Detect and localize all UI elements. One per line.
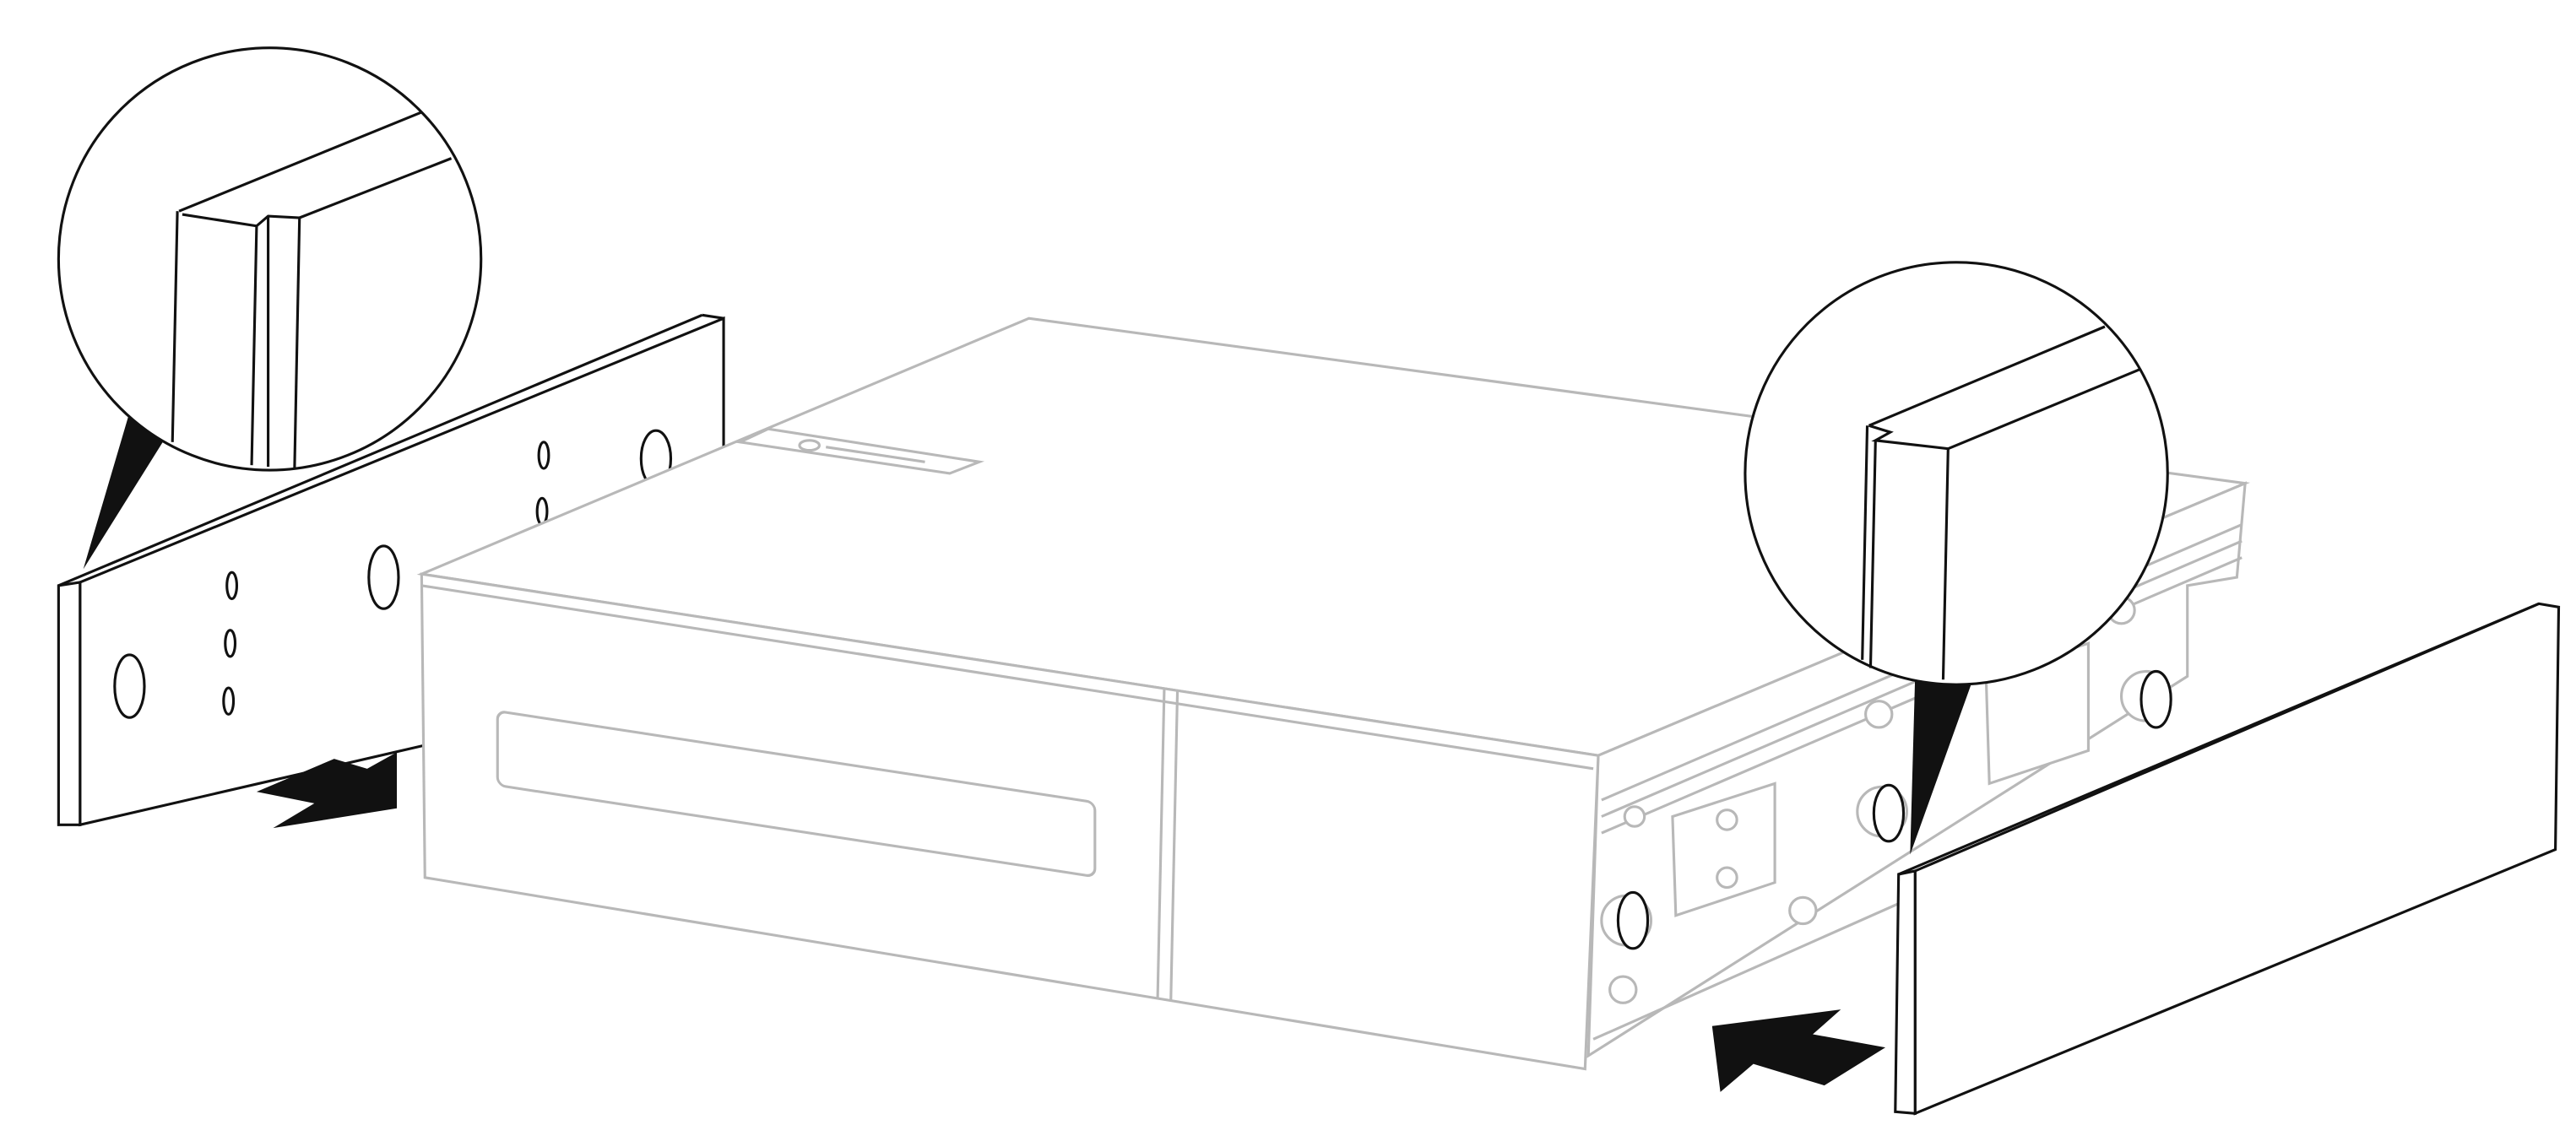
brand-logo-plate — [735, 427, 984, 475]
right-side-panel — [1894, 602, 2561, 1116]
arrow-left-icon — [1711, 1009, 1886, 1092]
magnifier-detail-left — [57, 46, 483, 570]
arrow-right-icon — [256, 752, 398, 829]
magnifier-detail-right — [1744, 261, 2169, 855]
